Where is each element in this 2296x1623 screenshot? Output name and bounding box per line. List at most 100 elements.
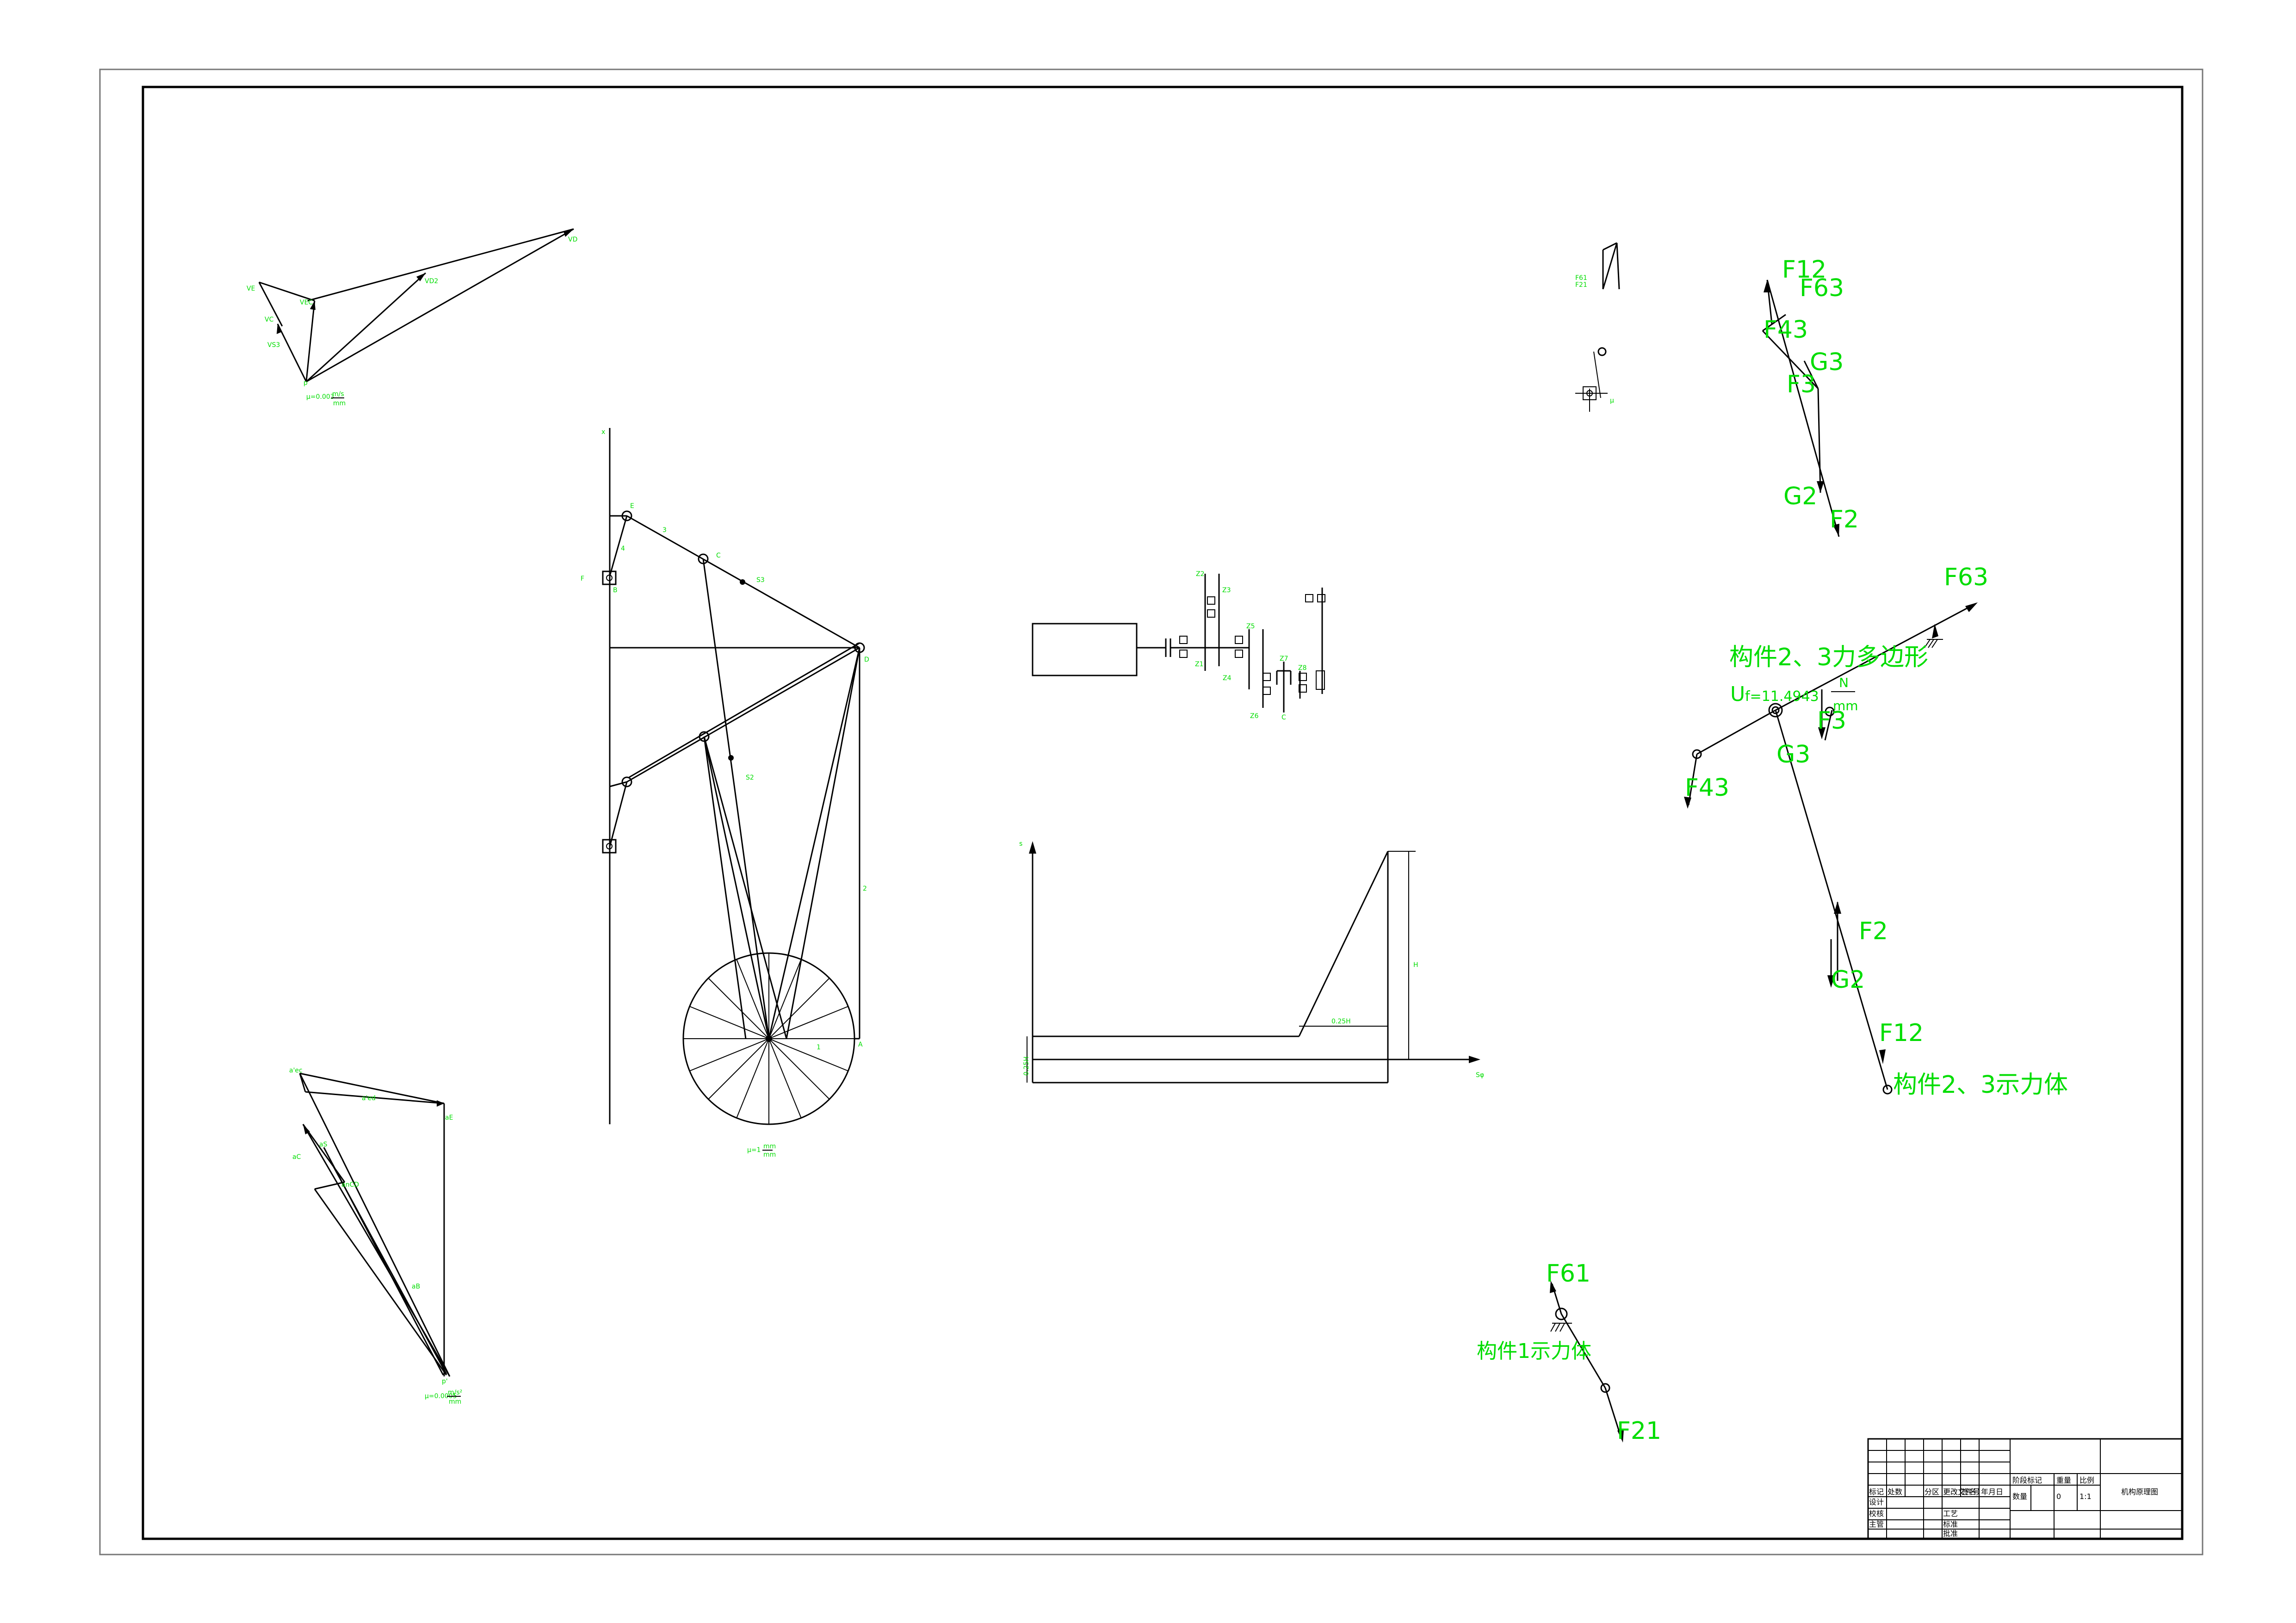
vp-label-ve: VE — [247, 285, 255, 292]
mech-scale: μ=1 — [747, 1146, 761, 1154]
vp-scale: μ=0.003 — [306, 393, 334, 401]
fd23-title: 构件2、3力多边形 — [1729, 644, 1928, 671]
mech-link-3: 3 — [662, 527, 667, 534]
fp1-f2: F2 — [1830, 506, 1859, 533]
vp-scale-den: mm — [333, 400, 346, 407]
tb-drawing-title: 机构原理图 — [2121, 1487, 2158, 1496]
mech-link-4: 4 — [621, 545, 625, 552]
tb-label-supervisor: 主管 — [1869, 1520, 1884, 1529]
gear-z8: Z8 — [1298, 664, 1307, 672]
mech-s3: S3 — [756, 576, 765, 584]
gear-z5: Z5 — [1246, 623, 1255, 630]
force-polygon-top: F12 F63 F43 G3 F3 G2 F2 — [1762, 256, 1859, 537]
tb-label-design: 设计 — [1869, 1498, 1884, 1506]
ap-label-ae: aE — [445, 1114, 453, 1121]
tb-label-zone: 分区 — [1925, 1487, 1939, 1496]
fd23-f63: F63 — [1944, 564, 1988, 591]
fd23-scale-den: mm — [1833, 698, 1858, 713]
gear-z6: Z6 — [1250, 712, 1259, 720]
tb-label-stage: 阶段标记 — [2012, 1476, 2042, 1485]
mech-joint-e: E — [630, 502, 634, 510]
cam-dim-base: 0.25H — [1023, 1056, 1030, 1076]
tb-label-scale: 比例 — [2079, 1476, 2094, 1485]
mech-joint-c: C — [716, 552, 721, 559]
ap-scale: μ=0.0005 — [425, 1393, 457, 1400]
fd23-scale-num: N — [1839, 675, 1849, 690]
mech-link-2: 2 — [863, 885, 867, 892]
tb-label-date: 年月日 — [1981, 1487, 2003, 1496]
fd23-caption: 构件2、3示力体 — [1893, 1071, 2068, 1099]
tb-label-weight: 重量 — [2056, 1476, 2071, 1485]
gear-z2: Z2 — [1196, 570, 1205, 578]
fd23-g2: G2 — [1831, 966, 1865, 994]
gear-z7: Z7 — [1280, 655, 1288, 663]
fd23-f12: F12 — [1879, 1019, 1924, 1047]
vp-label-p: p — [303, 379, 308, 387]
mech-s2: S2 — [746, 774, 754, 781]
sfp-f21: F21 — [1575, 281, 1587, 289]
vp-label-vd2: VD2 — [425, 278, 438, 285]
acceleration-polygon: a'ec a'ed aE aC aS anCD aB p' μ=0.0005 m… — [289, 1067, 462, 1406]
ap-label-ancd: anCD — [341, 1181, 359, 1189]
fd1-f61: F61 — [1546, 1260, 1590, 1288]
gear-c: C — [1281, 714, 1286, 721]
ap-label-ab: aB — [412, 1283, 420, 1290]
ap-scale-num: m/s² — [448, 1389, 462, 1396]
ap-label-p: p' — [442, 1378, 448, 1385]
small-force-polygon: F61 F21 μ — [1575, 242, 1620, 412]
tb-label-mark: 标记 — [1869, 1487, 1884, 1496]
cam-dim-horizontal: 0.25H — [1331, 1018, 1351, 1025]
tb-scale-value: 1:1 — [2079, 1492, 2092, 1501]
mech-axis-label: x — [601, 428, 605, 436]
tb-label-signature: 签名 — [1962, 1487, 1976, 1496]
ap-label-as: aS — [319, 1141, 328, 1148]
vp-label-vs3: VS3 — [267, 341, 280, 349]
mech-scale-num: mm — [763, 1143, 776, 1150]
fd1-f21: F21 — [1617, 1417, 1661, 1445]
mech-scale-den: mm — [763, 1151, 776, 1158]
motor-box — [1032, 623, 1138, 676]
tb-quantity-value: 0 — [2056, 1492, 2061, 1501]
cam-dim-vertical: H — [1413, 961, 1418, 969]
gear-train: Z2 Z1 Z3 Z4 Z5 Z6 Z7 Z8 C — [1032, 570, 1325, 721]
tb-label-approve: 批准 — [1943, 1529, 1958, 1538]
mech-link-1: 1 — [817, 1044, 821, 1051]
sfp-mu: μ — [1610, 397, 1614, 404]
fd1-caption: 构件1示力体 — [1477, 1339, 1591, 1363]
vp-label-vc: VC — [265, 316, 274, 323]
vp-label-vd: VD — [568, 236, 577, 243]
fp1-f43: F43 — [1764, 316, 1808, 344]
tb-label-count: 处数 — [1888, 1487, 1902, 1496]
mechanism-diagram: x — [581, 428, 869, 1158]
fp1-g2: G2 — [1783, 483, 1817, 510]
ap-label-aed: a'ed — [362, 1095, 376, 1102]
gear-z1: Z1 — [1195, 661, 1204, 668]
tb-label-change-doc: 更改文件号 — [1943, 1487, 1980, 1496]
gear-z4: Z4 — [1223, 675, 1232, 682]
fd23-f2: F2 — [1859, 917, 1888, 945]
title-block: 标记 处数 分区 更改文件号 签名 年月日 设计 校核 主管 工艺 标准 批准 … — [1867, 1438, 2183, 1540]
fd23-f3: F3 — [1817, 707, 1846, 735]
vp-label-vec: VEC — [300, 299, 313, 306]
fp1-g3: G3 — [1810, 348, 1844, 376]
cam-y-axis-label: s — [1019, 840, 1022, 848]
mech-joint-a: A — [858, 1041, 863, 1048]
mech-joint-d: D — [864, 656, 869, 663]
ap-scale-den: mm — [449, 1398, 461, 1406]
fp1-f63: F63 — [1800, 274, 1844, 302]
gear-z3: Z3 — [1222, 587, 1231, 594]
fd23-g3: G3 — [1776, 741, 1810, 768]
tb-label-process: 工艺 — [1943, 1509, 1958, 1518]
cam-x-axis-label: Sφ — [1476, 1072, 1484, 1079]
ap-label-ac: aC — [292, 1153, 301, 1161]
force-diagram-1: F61 F21 构件1示力体 — [1477, 1260, 1661, 1445]
fp1-f12: F12 — [1782, 256, 1826, 284]
ap-label-aec: a'ec — [289, 1067, 303, 1074]
cam-diagram: s Sφ 0.25H H 0.25H — [1019, 840, 1484, 1084]
outer-frame — [99, 68, 2203, 1555]
tb-label-quantity: 数量 — [2012, 1492, 2027, 1501]
vp-scale-num: m/s — [332, 390, 344, 398]
fd23-f43: F43 — [1685, 774, 1729, 802]
tb-label-check: 校核 — [1869, 1509, 1884, 1518]
